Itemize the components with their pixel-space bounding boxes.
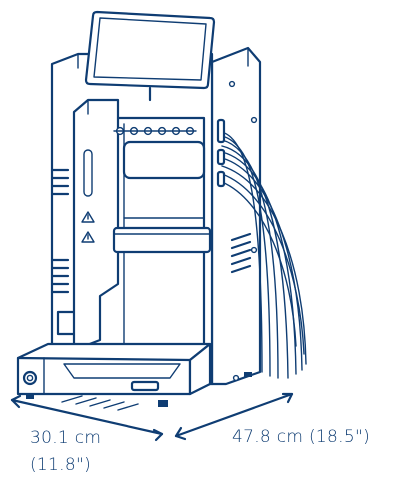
left-vents — [50, 168, 70, 294]
power-button-icon — [22, 370, 38, 386]
depth-dimension-label: 47.8 cm (18.5") — [232, 427, 371, 447]
tubing-bundle — [221, 131, 307, 379]
side-panel — [210, 46, 262, 386]
port-row — [113, 126, 197, 136]
width-cm: 30.1 cm — [30, 428, 102, 448]
cartridge-bar — [112, 226, 212, 254]
depth-dimension-arrow — [174, 392, 294, 441]
base-tray — [16, 342, 212, 396]
warning-triangle-icon — [81, 231, 95, 243]
front-pins — [61, 395, 139, 411]
side-vents — [230, 232, 252, 274]
width-dimension-label: 30.1 cm (11.8") — [30, 425, 101, 479]
warning-triangle-icon — [81, 211, 95, 223]
touchscreen — [84, 10, 216, 102]
status-led-bar — [130, 380, 160, 392]
side-slots — [216, 80, 258, 382]
feet — [26, 372, 252, 407]
width-in: (11.8") — [30, 455, 92, 475]
upper-window — [122, 140, 206, 180]
width-dimension-arrow — [10, 394, 164, 442]
